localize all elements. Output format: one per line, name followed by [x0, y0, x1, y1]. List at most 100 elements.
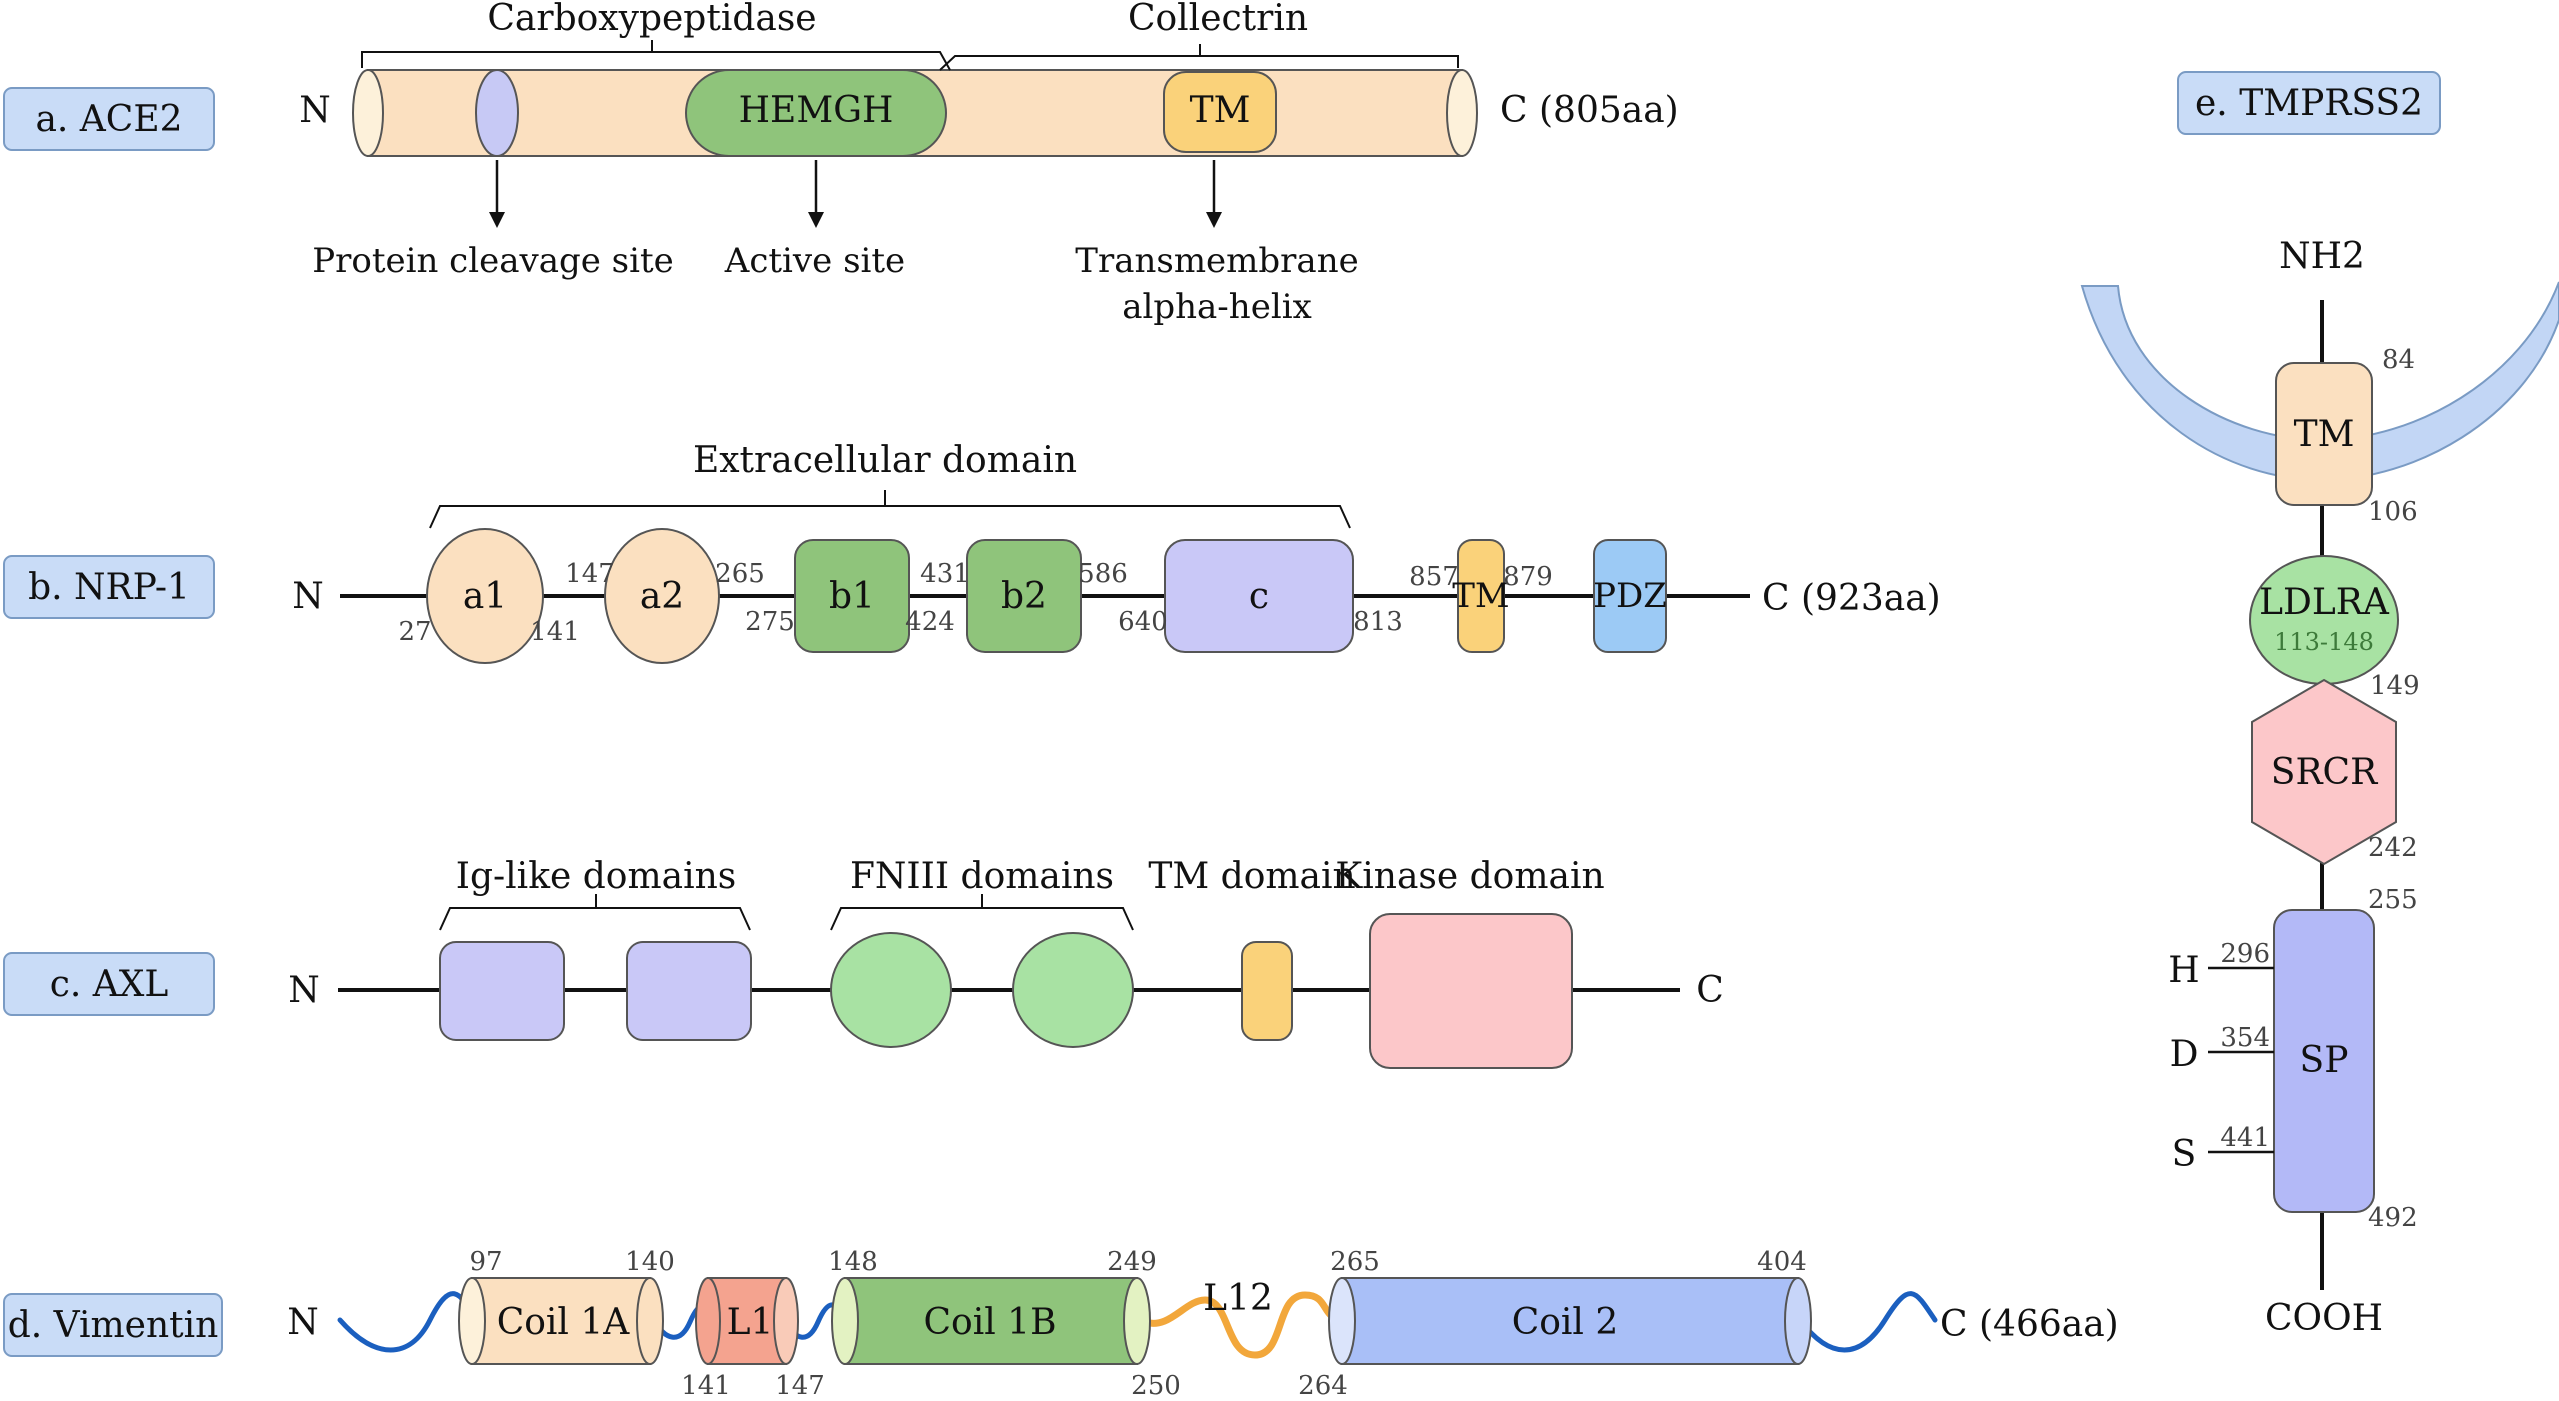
tmprss2-ldlra-label: LDLRA [2259, 582, 2390, 623]
ace2-region-carboxypeptidase: Carboxypeptidase [487, 0, 816, 39]
tmprss2-tag: e. TMPRSS2 [2195, 83, 2423, 124]
nrp1-pdz-label: PDZ [1593, 576, 1667, 616]
ace2-n-label: N [299, 90, 331, 131]
nrp1-num-147: 147 [565, 559, 615, 589]
nrp1-b1 [794, 539, 910, 653]
ace2-cleavage-site [475, 69, 519, 157]
tmprss2-srcr [2251, 678, 2397, 866]
nrp1-num-879: 879 [1503, 562, 1553, 592]
vimentin-num-141: 141 [681, 1371, 731, 1401]
ace2-cylinder-right-cap [1446, 69, 1478, 157]
nrp1-region-label: Extracellular domain [693, 440, 1077, 481]
vimentin-panel: d. Vimentin N C (466aa) L12 Coil 1A L1 C… [3, 1247, 2119, 1401]
axl-ig-domain-2 [626, 941, 752, 1041]
tmprss2-panel: e. TMPRSS2 NH2 TM LDLRA 113-148 SRCR SP … [2080, 71, 2559, 1339]
ace2-panel: a. ACE2 N C (805aa) HEMGH TM Carboxypept… [3, 0, 1679, 327]
vimentin-l12-linker [1141, 1291, 1349, 1359]
ace2-c-label: C (805aa) [1500, 90, 1679, 131]
tmprss2-num-296: 296 [2220, 939, 2270, 969]
axl-n-label: N [288, 970, 320, 1011]
vimentin-l1-right-cap [773, 1277, 799, 1365]
nrp1-a1 [426, 528, 544, 664]
axl-ig-domain-1 [439, 941, 565, 1041]
vimentin-num-148: 148 [828, 1247, 878, 1277]
tmprss2-tm [2275, 362, 2373, 506]
vimentin-coil1b [844, 1277, 1138, 1365]
tmprss2-s-label: S [2172, 1134, 2197, 1175]
nrp1-pdz [1593, 539, 1667, 653]
nrp1-b2 [966, 539, 1082, 653]
axl-tag-box [3, 952, 215, 1016]
vimentin-num-264: 264 [1298, 1371, 1348, 1401]
vimentin-l12-label: L12 [1203, 1278, 1273, 1319]
vimentin-l1-left-cap [695, 1277, 721, 1365]
vimentin-num-404: 404 [1757, 1247, 1807, 1277]
axl-fn-bracket [830, 894, 1134, 931]
ace2-active-caption: Active site [724, 241, 905, 281]
nrp1-num-275: 275 [745, 607, 795, 637]
vimentin-tag-box [3, 1293, 223, 1357]
vimentin-coil1b-label: Coil 1B [923, 1302, 1056, 1343]
nrp1-num-141: 141 [530, 617, 580, 647]
nrp1-a2-label: a2 [640, 576, 684, 617]
nrp1-tag: b. NRP-1 [28, 567, 190, 608]
ace2-arrows [489, 160, 1222, 228]
tmprss2-ldlra-range: 113-148 [2274, 628, 2374, 656]
nrp1-num-431: 431 [920, 559, 970, 589]
tmprss2-d-label: D [2170, 1034, 2199, 1075]
vimentin-num-147: 147 [775, 1371, 825, 1401]
vimentin-num-249: 249 [1107, 1247, 1157, 1277]
tmprss2-num-255: 255 [2368, 885, 2418, 915]
ace2-tag: a. ACE2 [35, 99, 182, 140]
axl-fn-label: FNIII domains [850, 856, 1114, 897]
nrp1-c [1164, 539, 1354, 653]
ace2-cleavage-caption: Protein cleavage site [312, 241, 674, 281]
vimentin-coil1a [471, 1277, 651, 1365]
axl-ig-label: Ig-like domains [456, 856, 737, 897]
nrp1-num-640: 640 [1118, 607, 1168, 637]
nrp1-tm-label: TM [1452, 576, 1510, 616]
tmprss2-num-354: 354 [2220, 1023, 2270, 1053]
nrp1-num-265: 265 [715, 559, 765, 589]
ace2-collectrin-bracket [939, 44, 1459, 71]
axl-fn-domain-2 [1012, 932, 1134, 1048]
nrp1-tm [1457, 539, 1505, 653]
vimentin-num-97: 97 [469, 1247, 502, 1277]
ace2-tag-box [3, 87, 215, 151]
tmprss2-num-106: 106 [2368, 497, 2418, 527]
tmprss2-sp-label: SP [2300, 1040, 2349, 1081]
tmprss2-num-84: 84 [2382, 345, 2415, 375]
tmprss2-tag-box [2177, 71, 2441, 135]
ace2-tm-caption-2: alpha-helix [1122, 287, 1312, 327]
tmprss2-tm-label: TM [2294, 414, 2355, 455]
nrp1-a2 [604, 528, 720, 664]
vimentin-coil1b-right-cap [1123, 1277, 1151, 1365]
nrp1-extracellular-bracket [429, 490, 1351, 529]
vimentin-coil1a-right-cap [636, 1277, 664, 1365]
ace2-tm-caption-1: Transmembrane [1075, 241, 1358, 281]
tmprss2-sp [2273, 909, 2375, 1213]
tmprss2-num-492: 492 [2368, 1203, 2418, 1233]
ace2-hemgh-label: HEMGH [739, 90, 894, 131]
ace2-region-collectrin: Collectrin [1128, 0, 1308, 39]
axl-ig-bracket [439, 894, 751, 931]
tmprss2-num-242: 242 [2368, 833, 2418, 863]
vimentin-num-265: 265 [1330, 1247, 1380, 1277]
vimentin-coil2 [1341, 1277, 1799, 1365]
nrp1-num-857: 857 [1409, 562, 1459, 592]
axl-tm-label: TM domain [1148, 856, 1355, 897]
vimentin-coil1a-left-cap [458, 1277, 486, 1365]
tmprss2-nh2-label: NH2 [2279, 236, 2365, 277]
vimentin-coil1a-label: Coil 1A [497, 1302, 631, 1343]
nrp1-panel: b. NRP-1 N C (923aa) Extracellular domai… [3, 440, 1941, 664]
nrp1-num-424: 424 [905, 607, 955, 637]
nrp1-c-label: C (923aa) [1762, 578, 1941, 619]
vimentin-l1-label: L1 [727, 1302, 774, 1343]
vimentin-coil2-right-cap [1784, 1277, 1812, 1365]
nrp1-b1-label: b1 [829, 576, 875, 617]
tmprss2-num-441: 441 [2220, 1123, 2270, 1153]
vimentin-num-250: 250 [1131, 1371, 1181, 1401]
ace2-hemgh-box [685, 69, 947, 157]
tmprss2-triad-lines [2208, 966, 2274, 1154]
